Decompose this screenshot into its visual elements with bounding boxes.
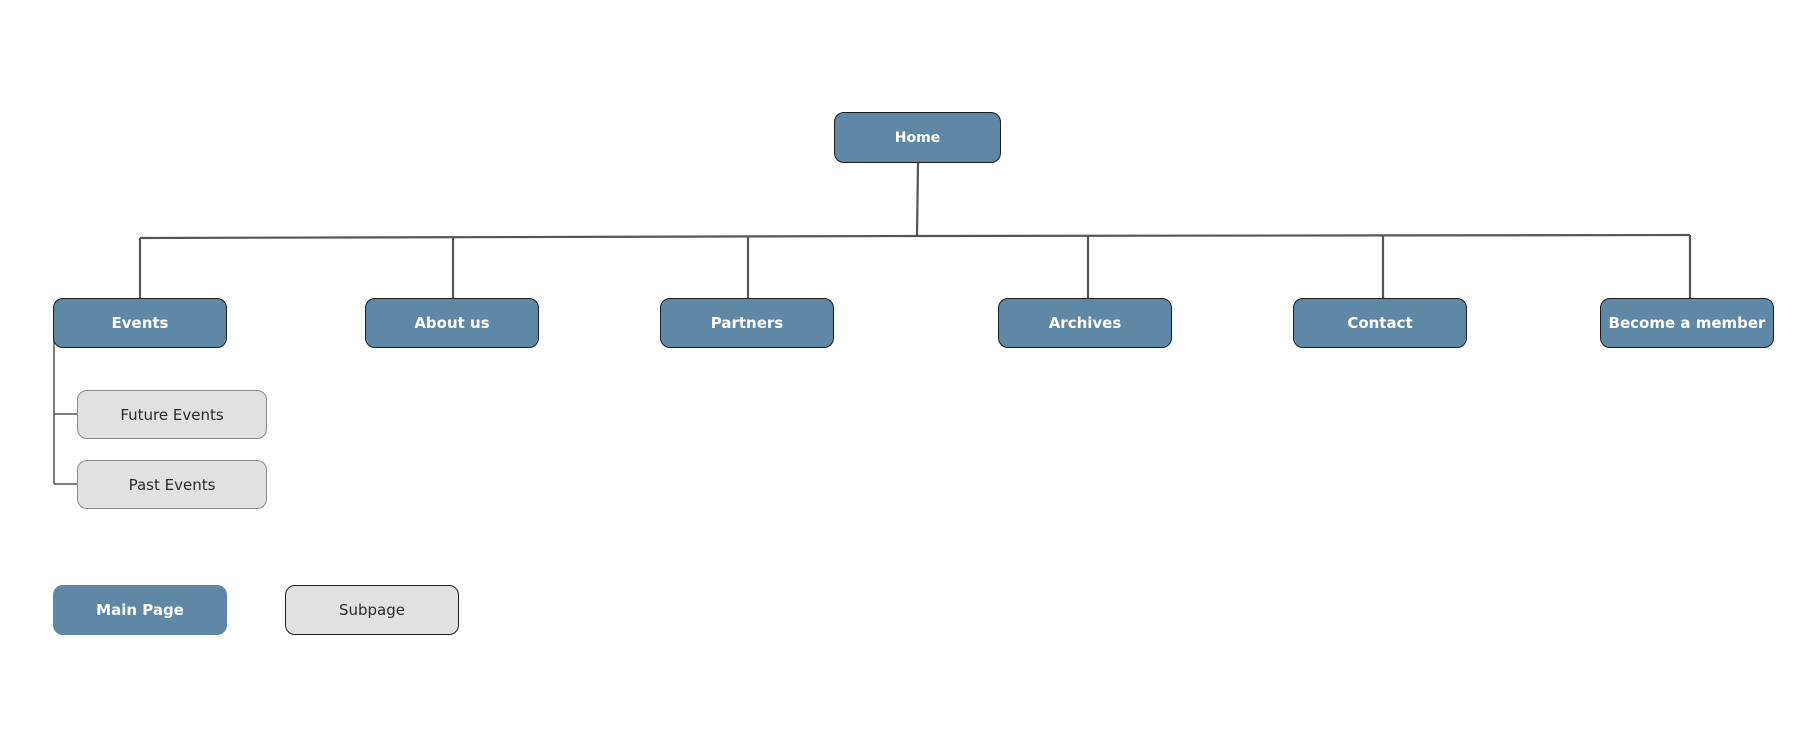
- node-partners-label: Partners: [710, 314, 784, 332]
- node-events: Events: [53, 298, 227, 348]
- node-contact-label: Contact: [1347, 314, 1413, 332]
- connector-home-bus: [915, 162, 920, 237]
- connector-bus: [139, 233, 1691, 240]
- node-become-a-member: Become a member: [1600, 298, 1774, 348]
- node-home: Home: [834, 112, 1001, 163]
- legend-main-page-label: Main Page: [96, 601, 184, 619]
- legend-main-page: Main Page: [53, 585, 227, 635]
- node-home-label: Home: [894, 129, 941, 146]
- node-past-events-label: Past Events: [128, 475, 216, 494]
- node-archives-label: Archives: [1048, 314, 1122, 332]
- node-events-label: Events: [111, 314, 169, 332]
- legend-subpage-label: Subpage: [338, 601, 405, 619]
- node-future-events: Future Events: [77, 390, 267, 439]
- node-past-events: Past Events: [77, 460, 267, 509]
- node-about-us-label: About us: [414, 314, 490, 332]
- node-future-events-label: Future Events: [120, 405, 224, 424]
- node-become-a-member-label: Become a member: [1608, 314, 1766, 332]
- node-archives: Archives: [998, 298, 1172, 348]
- legend-subpage: Subpage: [285, 585, 459, 635]
- node-partners: Partners: [660, 298, 834, 348]
- node-contact: Contact: [1293, 298, 1467, 348]
- node-about-us: About us: [365, 298, 539, 348]
